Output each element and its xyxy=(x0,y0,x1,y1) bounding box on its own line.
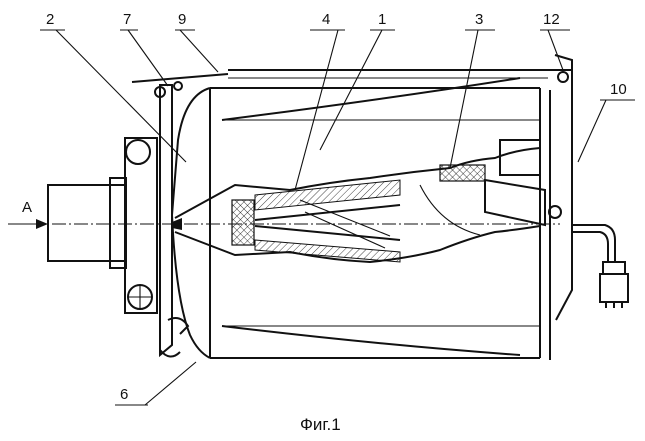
callout-3: 3 xyxy=(475,11,483,28)
callout-9: 9 xyxy=(178,11,186,28)
front-flange xyxy=(48,138,157,313)
callout-6: 6 xyxy=(120,386,128,403)
view-arrow-label: A xyxy=(22,199,32,216)
callout-7: 7 xyxy=(123,11,131,28)
callout-4: 4 xyxy=(322,11,330,28)
callout-10: 10 xyxy=(610,81,627,98)
figure-caption: Фиг.1 xyxy=(300,415,341,434)
callout-1: 1 xyxy=(378,11,386,28)
view-arrow: A xyxy=(8,199,48,229)
housing-body xyxy=(172,70,550,360)
rear-bracket xyxy=(548,55,572,320)
callout-2: 2 xyxy=(46,11,54,28)
callout-12: 12 xyxy=(543,11,560,28)
connector-cable xyxy=(572,225,628,308)
